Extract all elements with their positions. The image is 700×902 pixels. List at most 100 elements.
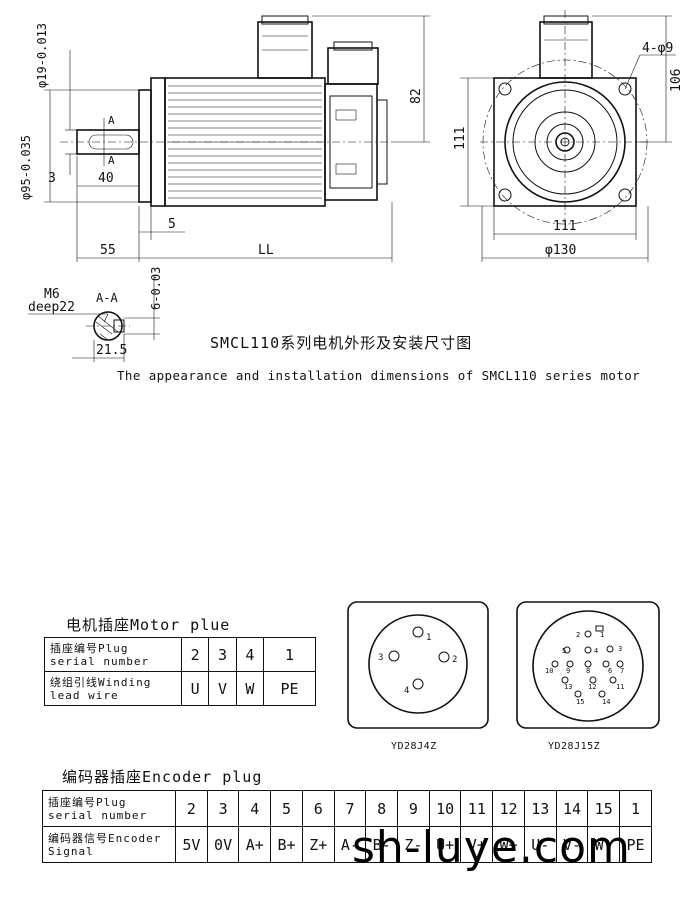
conn15-pin-14: 14 [602,698,610,706]
total-ext-label: 55 [100,243,116,258]
encoder-pin-cell: 4 [238,790,272,827]
encoder-pin-cell: 11 [460,790,494,827]
encoder-signal-cell: 0V [206,826,240,863]
top-height-label: 106 [669,69,684,92]
encoder-signal-cell: PE [619,826,652,863]
conn4-pin-1: 1 [426,633,431,643]
motor-pin-cell: 1 [263,637,316,672]
encoder-pin-cell: 13 [523,790,557,827]
encoder-signal-cell: U+ [428,826,462,863]
site-watermark: sh-luye.com [352,822,631,873]
motor-wire-cell: W [235,671,265,706]
encoder-pin-cell: 7 [333,790,367,827]
encoder-signal-cell: A+ [238,826,272,863]
conn15-pin-2: 2 [576,631,580,639]
side-view [60,15,392,207]
drawing-title-en: The appearance and installation dimensio… [117,368,641,383]
front-dimensions [460,15,676,262]
section-mark-top: A [108,114,115,127]
motor-wire-header: 绕组引线Winding lead wire [44,671,182,706]
thread-depth-label: deep22 [28,300,75,315]
motor-pin-cell: 4 [235,637,265,672]
conn4-pin-3: 3 [378,653,383,663]
motor-pin-cell: 2 [180,637,210,672]
side-dimension-labels: φ19-0.013 φ95-0.035 A A 40 3 5 55 LL 82 [19,23,424,258]
conn15-pin-7: 7 [620,667,624,675]
encoder-pin-cell: 6 [301,790,335,827]
encoder-signal-cell: Z+ [301,826,335,863]
conn15-pin-4: 4 [594,647,598,655]
encoder-pin-cell: 2 [175,790,208,827]
motor-wire-cell: PE [263,671,316,706]
motor-plug-header-en: serial number [50,654,150,668]
body-len-label: LL [258,243,274,258]
encoder-signal-cell: V- [555,826,589,863]
encoder-plug-signal-row: 编码器信号Encoder Signal 5V 0V A+ B+ Z+ A- B-… [42,826,652,863]
motor-plug-wire-row: 绕组引线Winding lead wire U V W PE [44,671,316,706]
key-height-label: 21.5 [96,343,127,358]
encoder-plug-table: 插座编号Plug serial number 2 3 4 5 6 7 8 9 1… [42,790,652,863]
holes-label: 4-φ9 [642,41,673,56]
flange-thk-label: 5 [168,217,176,232]
section-view [28,276,160,362]
conn15-pin-10: 10 [545,667,553,675]
conn15-pin-15: 15 [576,698,584,706]
key-width-label: 6-0.03 [149,267,163,310]
encoder-plug-header-cn: 插座编号Plug [48,795,127,809]
flange-side-h-label: 111 [453,127,468,150]
connector-label-4pin: YD28J4Z [391,741,437,752]
connector-yd28j15z: 1 2 3 4 5 6 7 8 9 10 11 12 13 14 15 [516,601,660,729]
encoder-plug-header-en: serial number [48,808,148,822]
encoder-pin-cell: 5 [270,790,303,827]
conn15-pin-8: 8 [586,667,590,675]
encoder-signal-cell: 5V [175,826,208,863]
encoder-signal-cell: B+ [270,826,303,863]
motor-wire-header-en: lead wire [50,688,119,702]
side-dimensions [44,15,430,262]
conn15-pin-13: 13 [564,683,572,691]
flange-side-w-label: 111 [553,219,576,234]
connector-label-15pin: YD28J15Z [548,741,601,752]
motor-wire-cell: V [208,671,237,706]
shaft-step-label: 3 [48,171,56,186]
shaft-len-label: 40 [98,171,114,186]
encoder-plug-pin-row: 插座编号Plug serial number 2 3 4 5 6 7 8 9 1… [42,790,652,827]
motor-plug-table: 插座编号Plug serial number 2 3 4 1 绕组引线Windi… [44,637,316,706]
encoder-pin-cell: 8 [365,790,399,827]
conn-height-label: 82 [409,88,424,104]
conn4-pin-2: 2 [452,655,457,665]
encoder-pin-cell: 1 [619,790,652,827]
conn15-pin-9: 9 [566,667,570,675]
encoder-signal-header: 编码器信号Encoder Signal [42,826,176,863]
shaft-dia-label: φ19-0.013 [35,23,49,88]
bolt-circle-label: φ130 [545,243,576,258]
connector-yd28j4z: 1 2 3 4 [347,601,489,729]
motor-plug-header-cn: 插座编号Plug [50,641,129,655]
encoder-signal-cell: U- [523,826,557,863]
section-mark-bottom: A [108,154,115,167]
encoder-plug-title: 编码器插座Encoder plug [62,768,263,786]
conn15-pin-12: 12 [588,683,596,691]
front-view [480,10,650,225]
encoder-signal-cell: W+ [492,826,525,863]
encoder-pin-cell: 3 [206,790,240,827]
motor-plug-title: 电机插座Motor plue [66,616,231,634]
encoder-signal-header-en: Signal [48,844,94,858]
motor-plug-header: 插座编号Plug serial number [44,637,182,672]
encoder-plug-header: 插座编号Plug serial number [42,790,176,827]
pilot-dia-label: φ95-0.035 [19,135,33,200]
conn4-pin-4: 4 [404,686,409,696]
thread-label: M6 [44,287,60,302]
encoder-signal-header-cn: 编码器信号Encoder [48,831,162,845]
drawing-title-cn: SMCL110系列电机外形及安装尺寸图 [210,334,473,352]
section-aa-label: A-A [96,291,118,305]
front-dimension-labels: 111 111 φ130 4-φ9 106 [453,41,684,258]
motor-wire-header-cn: 绕组引线Winding [50,675,152,689]
conn15-pin-5: 5 [562,647,566,655]
conn15-pin-6: 6 [608,667,612,675]
conn15-pin-1: 1 [600,631,604,639]
motor-plug-pin-row: 插座编号Plug serial number 2 3 4 1 [44,637,316,672]
conn15-pin-11: 11 [616,683,624,691]
section-labels: M6 deep22 A-A 6-0.03 21.5 [28,267,163,358]
